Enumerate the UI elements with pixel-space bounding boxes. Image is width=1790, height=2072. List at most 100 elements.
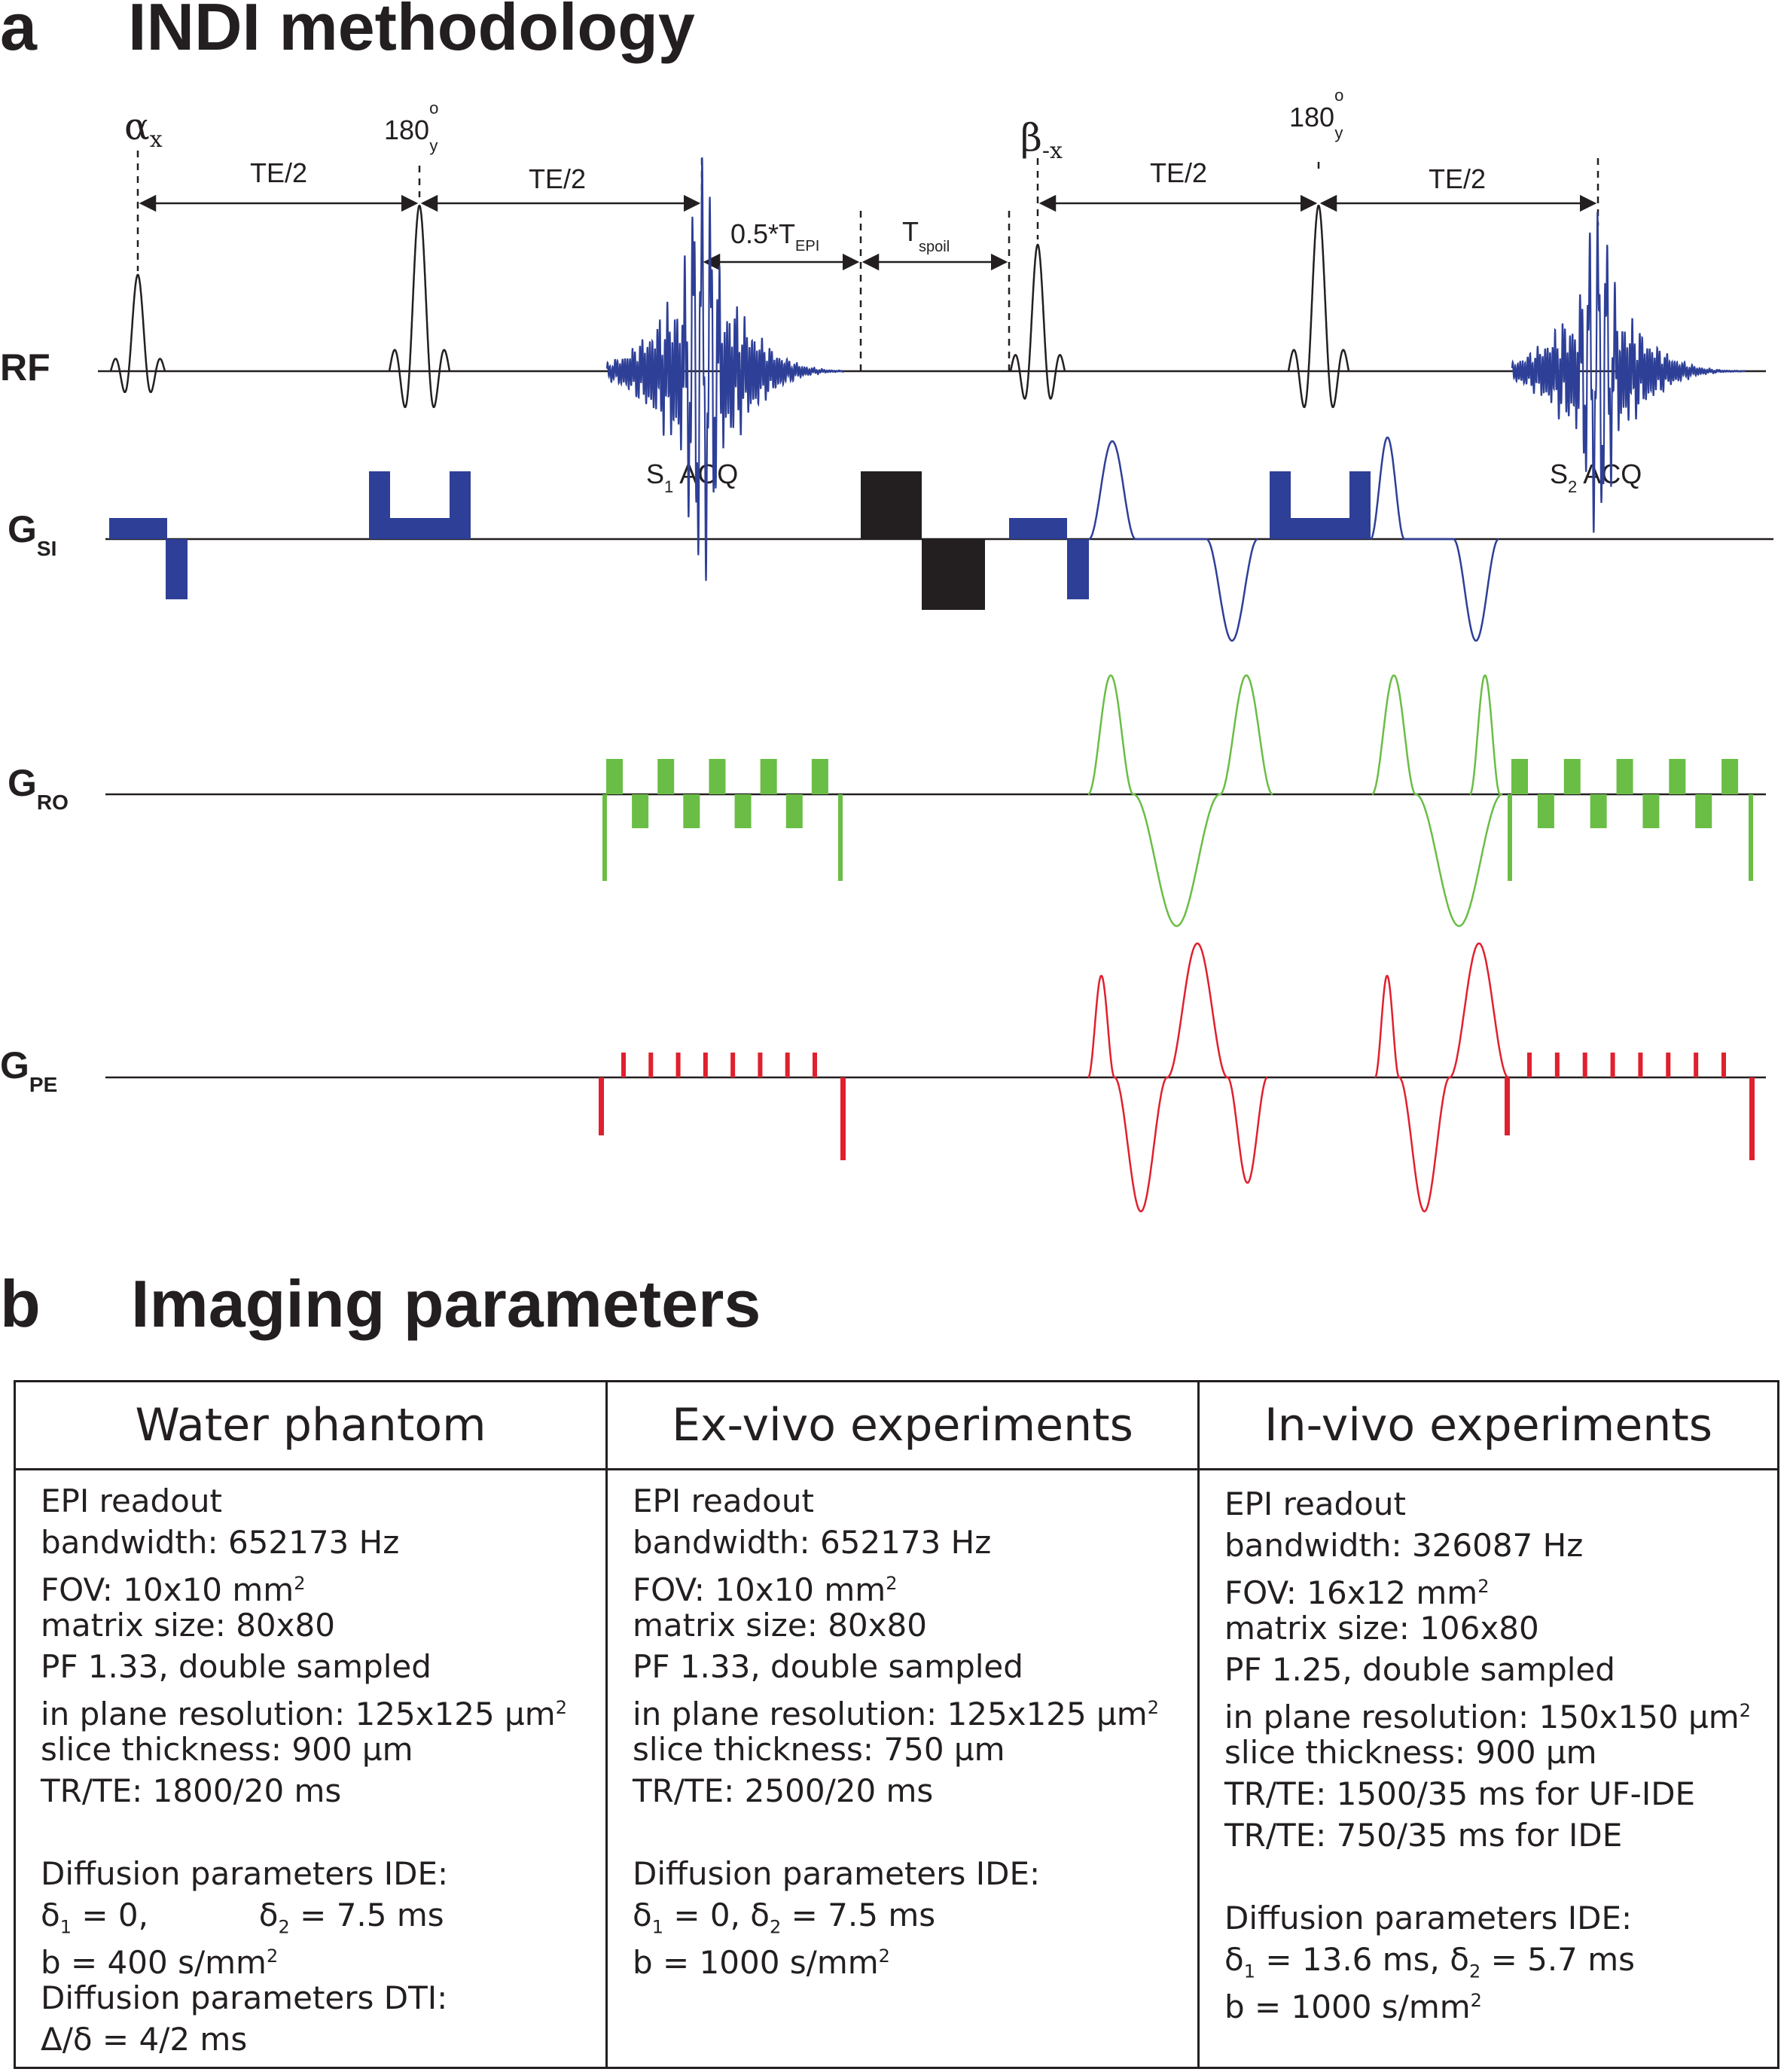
gpe-prephase-blip <box>1505 1077 1510 1135</box>
gpe-blip <box>1666 1053 1671 1077</box>
gro-readout-lobe-negative <box>1537 794 1554 828</box>
gpe-diffusion-gradients <box>1087 942 1509 1213</box>
parameter-line: δ1 = 0, δ2 = 7.5 ms <box>41 1897 444 1938</box>
gro-readout-lobe-positive <box>657 759 675 794</box>
gro-readout-lobe-positive <box>811 759 828 794</box>
label-tspoil: Tspoil <box>902 216 950 255</box>
gro-row-label: GRO <box>8 762 69 814</box>
rf-echo-signal-s2 <box>1511 212 1746 533</box>
gsi-slice-select-1 <box>109 518 167 539</box>
rf-row-label: RF <box>0 346 50 388</box>
parameter-line: TR/TE: 1800/20 ms <box>41 1772 342 1809</box>
gsi-rephase-1 <box>166 539 188 599</box>
gro-readout-lobe-positive <box>1563 759 1581 794</box>
parameter-line <box>41 1811 605 1853</box>
gro-rewind-lobe <box>838 794 843 881</box>
column-header-water-phantom: Water phantom <box>14 1380 608 1470</box>
parameter-line: in plane resolution: 125x125 µm2 <box>633 1696 1159 1732</box>
label-tepi: 0.5*TEPI <box>730 218 819 254</box>
gpe-blip <box>1694 1053 1699 1077</box>
gro-readout-lobe-positive <box>1721 759 1739 794</box>
gro-readout-lobe-positive <box>606 759 623 794</box>
parameter-line <box>633 1811 1197 1853</box>
pulse-sequence-diagram: RF GSI GRO GPE TE/2 TE/2 TE/2 TE/2 0.5 <box>0 86 1773 1213</box>
gro-readout-lobe-negative <box>785 794 803 828</box>
parameter-line: Δ/δ = 4/2 ms <box>41 2021 248 2058</box>
parameter-line: EPI readout <box>633 1482 814 1519</box>
parameter-line: Diffusion parameters IDE: <box>1224 1900 1633 1936</box>
label-beta-pulse: β-x <box>1020 116 1063 164</box>
parameter-line: PF 1.33, double sampled <box>633 1648 1023 1685</box>
gro-readout-lobe-negative <box>1590 794 1607 828</box>
parameter-line: slice thickness: 900 µm <box>1224 1734 1597 1771</box>
gpe-blip <box>1527 1053 1532 1077</box>
gpe-blip <box>1554 1053 1560 1077</box>
gpe-blip <box>1582 1053 1587 1077</box>
parameter-line: TR/TE: 750/35 ms for IDE <box>1224 1817 1623 1854</box>
parameter-line: b = 400 s/mm2 <box>41 1944 279 1981</box>
panel-b-title: Imaging parameters <box>131 1266 761 1341</box>
gro-prephase-lobe <box>602 794 607 881</box>
parameter-line: slice thickness: 900 µm <box>41 1731 413 1768</box>
parameter-line: PF 1.33, double sampled <box>41 1648 431 1685</box>
gsi-row-label: GSI <box>8 508 56 560</box>
rf-180-pulse-2 <box>1287 204 1350 409</box>
parameter-line: EPI readout <box>1224 1485 1406 1522</box>
gpe-rewind-blip <box>840 1077 846 1160</box>
parameter-line: δ1 = 0, δ2 = 7.5 ms <box>633 1897 936 1938</box>
gpe-rewind-blip <box>1749 1077 1755 1160</box>
parameter-line: TR/TE: 2500/20 ms <box>633 1772 934 1809</box>
gro-readout-lobe-negative <box>632 794 649 828</box>
label-te-half-2: TE/2 <box>529 163 586 194</box>
gro-readout-lobe-positive <box>1511 759 1528 794</box>
gro-diffusion-gradients <box>1087 674 1503 928</box>
gro-readout-lobe-negative <box>1642 794 1660 828</box>
label-te-half-4: TE/2 <box>1429 163 1486 194</box>
panel-a-label: a <box>0 0 37 64</box>
label-te-half-1: TE/2 <box>250 157 307 188</box>
gpe-blip <box>1721 1053 1726 1077</box>
gpe-blip <box>1610 1053 1615 1077</box>
label-s1-acq: S1 ACQ <box>646 459 738 496</box>
parameter-line: Diffusion parameters IDE: <box>633 1855 1041 1892</box>
gsi-slice-select-2 <box>1009 518 1067 539</box>
label-te-half-3: TE/2 <box>1150 157 1207 188</box>
table-header-row: Water phantom Ex-vivo experiments In-viv… <box>14 1380 1779 1470</box>
gpe-blip <box>813 1053 817 1077</box>
gpe-blip <box>703 1053 708 1077</box>
gpe-blip <box>730 1053 736 1077</box>
column-header-in-vivo: In-vivo experiments <box>1197 1380 1779 1470</box>
parameter-line: in plane resolution: 125x125 µm2 <box>41 1696 567 1732</box>
parameter-line: bandwidth: 326087 Hz <box>1224 1527 1584 1564</box>
gpe-prephase-blip <box>599 1077 604 1135</box>
gpe-epi-blip-trains <box>599 1053 1755 1160</box>
gsi-crusher-2 <box>1270 471 1371 539</box>
gsi-spoiler-negative <box>922 539 985 610</box>
imaging-parameters-table: Water phantom Ex-vivo experiments In-viv… <box>14 1380 1779 2069</box>
rf-echo-signal-s1 <box>605 157 844 581</box>
gro-readout-lobe-positive <box>709 759 726 794</box>
gpe-blip <box>758 1053 763 1077</box>
gro-readout-lobe-positive <box>760 759 777 794</box>
gro-epi-readout-trains <box>602 759 1753 881</box>
parameter-line <box>1224 1856 1776 1897</box>
parameter-line: matrix size: 80x80 <box>633 1607 927 1644</box>
gro-prephase-lobe <box>1508 794 1512 881</box>
gsi-spoiler-positive <box>861 471 922 539</box>
gpe-blip <box>621 1053 626 1077</box>
parameter-line: Diffusion parameters DTI: <box>41 1979 448 2016</box>
panel-b-label: b <box>0 1266 41 1341</box>
label-s2-acq: S2 ACQ <box>1550 459 1642 496</box>
parameter-line: b = 1000 s/mm2 <box>633 1944 890 1981</box>
gpe-blip <box>1638 1053 1643 1077</box>
parameter-line: in plane resolution: 150x150 µm2 <box>1224 1699 1751 1735</box>
gsi-crusher-1 <box>369 471 471 539</box>
rf-alpha-pulse <box>109 273 166 394</box>
rf-beta-pulse <box>1009 243 1066 400</box>
parameter-line: bandwidth: 652173 Hz <box>41 1524 400 1561</box>
